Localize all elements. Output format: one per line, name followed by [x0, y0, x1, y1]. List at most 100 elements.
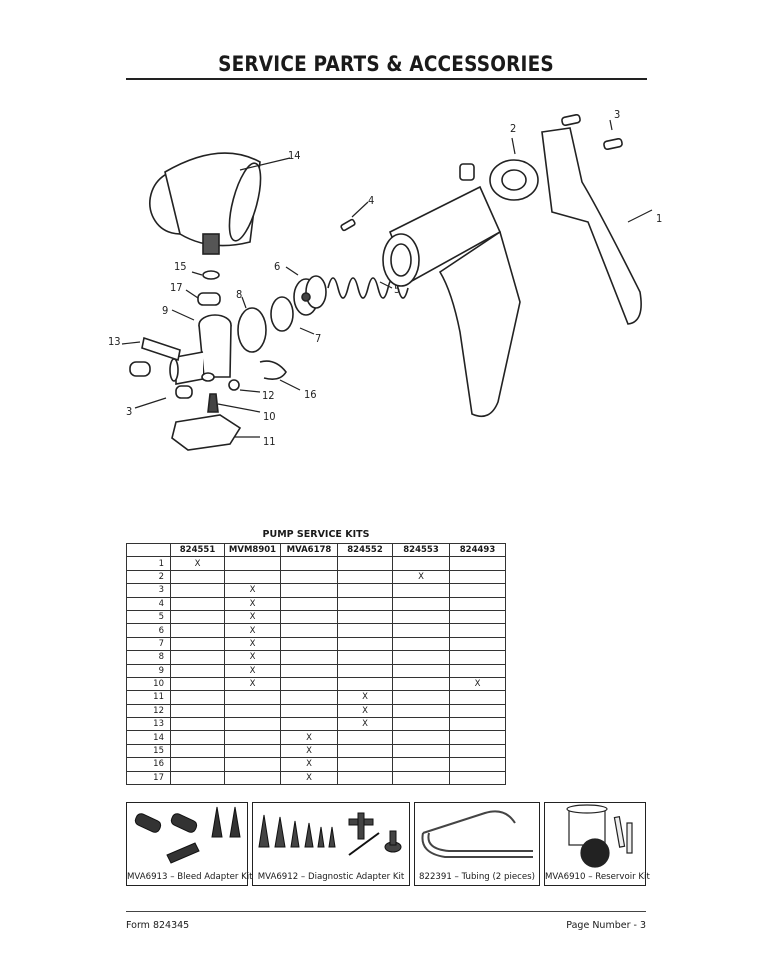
table-cell: X — [449, 676, 506, 692]
table-cell — [280, 609, 338, 625]
table-cell — [337, 743, 393, 759]
table-cell — [170, 636, 225, 652]
table-cell: X — [392, 569, 450, 585]
table-cell — [170, 596, 225, 611]
table-cell — [170, 757, 225, 772]
column-header: 824552 — [337, 542, 393, 558]
tubing-image — [421, 810, 533, 858]
row-part-number: 4 — [126, 596, 171, 611]
table-cell — [224, 569, 281, 585]
callout-10: 10 — [263, 410, 276, 423]
table-cell — [224, 770, 281, 786]
table-cell — [449, 569, 506, 585]
table-cell — [170, 609, 225, 625]
table-cell — [392, 556, 450, 571]
table-cell — [337, 730, 393, 745]
row-part-number: 10 — [126, 676, 171, 692]
table-cell: X — [224, 650, 281, 665]
reservoir-kit-image — [566, 804, 633, 868]
table-cell — [224, 730, 281, 745]
part-2-end-plate — [489, 159, 539, 201]
table-cell — [224, 717, 281, 732]
table-cell: X — [224, 596, 281, 611]
row-part-number: 12 — [126, 703, 171, 719]
table-cell — [280, 690, 338, 705]
callout-9: 9 — [162, 304, 168, 317]
part-15-o-ring — [202, 270, 220, 280]
table-cell: X — [280, 757, 338, 772]
callout-1: 1 — [656, 212, 662, 225]
callout-15: 15 — [174, 260, 187, 273]
table-cell — [280, 556, 338, 571]
table-cell — [280, 596, 338, 611]
table-cell — [392, 650, 450, 665]
title-divider — [126, 78, 647, 80]
table-cell — [280, 583, 338, 598]
row-part-number: 1 — [126, 556, 171, 571]
row-part-number: 9 — [126, 663, 171, 678]
accessory-reservoir-kit: MVA6910 – Reservoir Kit — [544, 802, 650, 886]
table-cell — [392, 676, 450, 692]
callout-14: 14 — [288, 149, 301, 162]
table-cell: X — [224, 583, 281, 598]
part-3-screw-b — [175, 385, 193, 399]
table-cell — [170, 743, 225, 759]
table-cell — [449, 717, 506, 732]
table-cell — [280, 676, 338, 692]
table-cell — [170, 623, 225, 638]
callout-3-left: 3 — [126, 405, 132, 418]
row-part-number: 16 — [126, 757, 171, 772]
table-cell — [449, 703, 506, 719]
table-cell — [337, 650, 393, 665]
accessory-caption: MVA6910 – Reservoir Kit — [545, 872, 650, 882]
table-cell — [392, 743, 450, 759]
table-cell — [392, 636, 450, 652]
part-3-screw-d — [603, 137, 623, 151]
part-17-gasket — [197, 292, 221, 306]
table-cell — [449, 743, 506, 759]
row-part-number: 8 — [126, 650, 171, 665]
table-cell — [280, 569, 338, 585]
accessory-diagnostic-adapter-kit: MVA6912 – Diagnostic Adapter Kit — [252, 802, 410, 886]
part-1-lever — [541, 127, 642, 325]
row-part-number: 6 — [126, 623, 171, 638]
row-part-number: 14 — [126, 730, 171, 745]
table-cell — [170, 650, 225, 665]
table-cell — [449, 636, 506, 652]
table-cell — [449, 757, 506, 772]
part-11-bracket — [171, 414, 242, 451]
table-cell — [170, 770, 225, 786]
table-cell — [280, 663, 338, 678]
table-cell — [449, 623, 506, 638]
table-cell: X — [337, 690, 393, 705]
table-cell — [392, 757, 450, 772]
part-12-clip — [228, 379, 240, 391]
part-7-ring — [270, 296, 294, 332]
table-cell — [392, 770, 450, 786]
callout-5: 5 — [394, 283, 400, 296]
accessory-caption: MVA6913 – Bleed Adapter Kit — [127, 872, 253, 882]
callout-7: 7 — [315, 332, 321, 345]
footer-page-number: Page Number - 3 — [566, 920, 646, 931]
column-header: MVA6178 — [280, 542, 338, 558]
column-header: 824551 — [170, 542, 225, 558]
table-cell — [170, 676, 225, 692]
part-3-screw-a — [129, 361, 151, 377]
table-cell — [170, 717, 225, 732]
row-part-number: 13 — [126, 717, 171, 732]
table-cell — [337, 636, 393, 652]
table-cell — [170, 730, 225, 745]
table-cell — [392, 703, 450, 719]
part-16-pin — [259, 360, 287, 380]
